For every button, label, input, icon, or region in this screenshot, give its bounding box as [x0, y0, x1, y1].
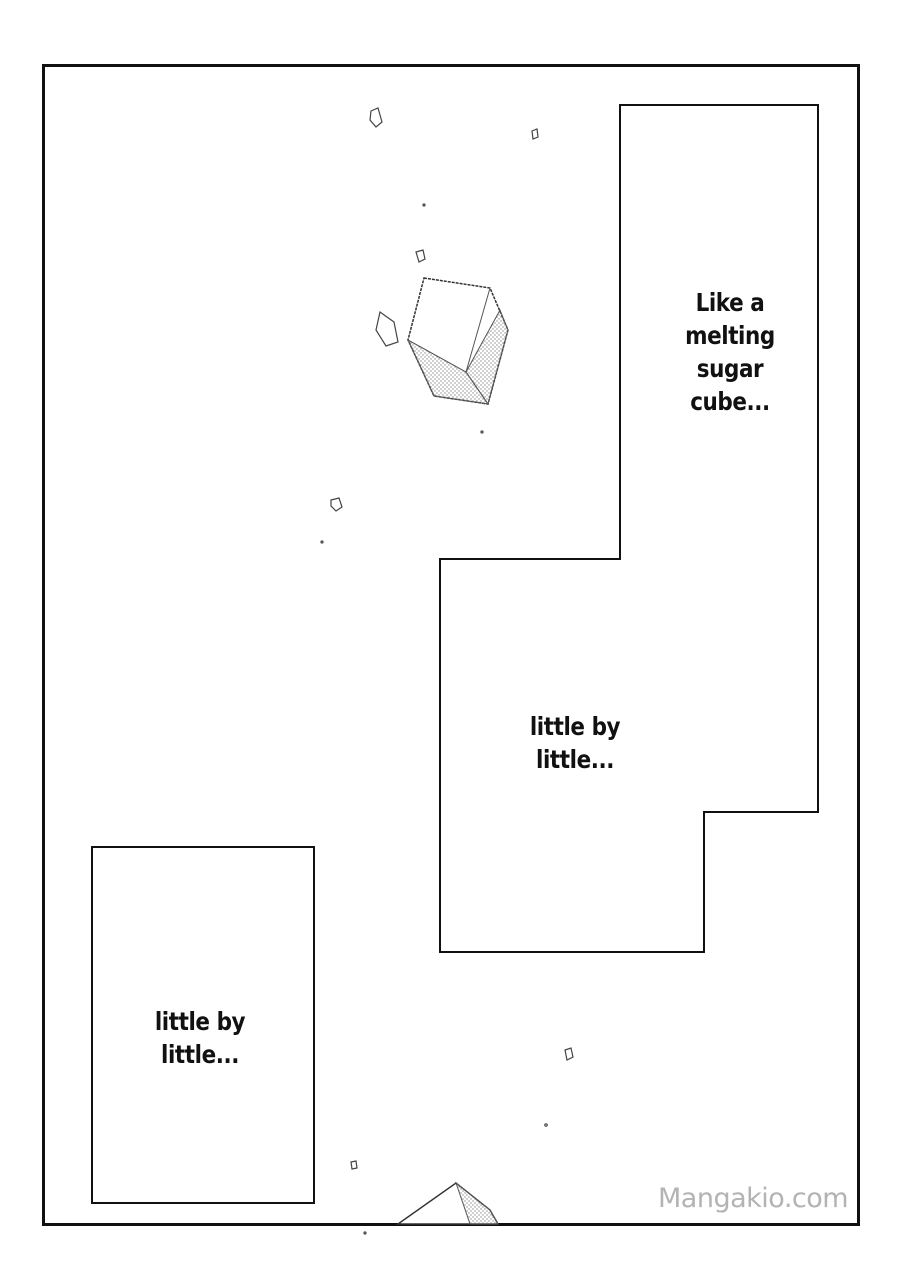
caption-text-little-by-little-2: little by little...	[154, 1007, 246, 1069]
caption-text-sugar-cube: Like a melting sugar cube...	[685, 288, 775, 416]
caption-text-little-by-little-1: little by little...	[529, 712, 621, 774]
site-watermark: Mangakio.com	[658, 1183, 849, 1214]
